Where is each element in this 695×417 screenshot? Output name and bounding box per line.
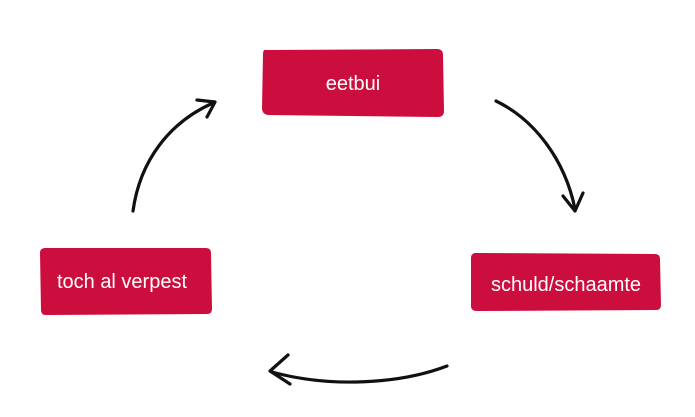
node-schuld-schaamte-box: [471, 253, 661, 311]
node-eetbui: eetbui: [262, 49, 444, 117]
node-toch-al-verpest-label: toch al verpest: [57, 271, 188, 293]
node-toch-al-verpest-box: [40, 248, 212, 315]
node-toch-al-verpest: toch al verpest: [40, 248, 212, 315]
node-schuld-schaamte: schuld/schaamte: [471, 253, 661, 311]
arrow-schuld-to-verpest: [268, 353, 449, 386]
node-eetbui-box: [262, 49, 444, 117]
node-schuld-schaamte-label: schuld/schaamte: [491, 274, 641, 296]
node-eetbui-label: eetbui: [326, 73, 381, 95]
arrow-eetbui-to-schuld: [494, 99, 585, 213]
arrow-verpest-to-eetbui: [131, 98, 217, 213]
